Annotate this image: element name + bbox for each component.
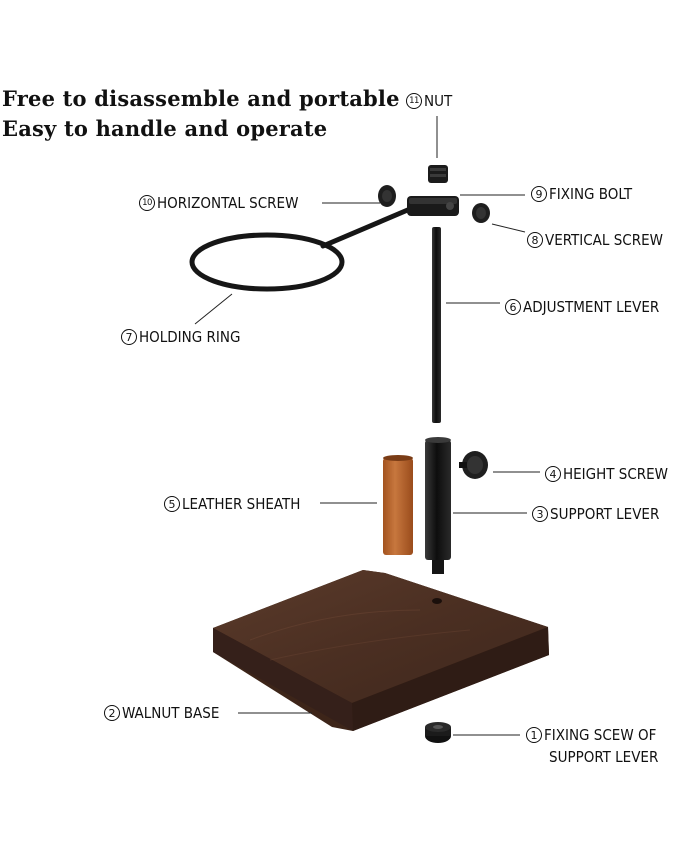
fixing-bolt-part — [407, 196, 459, 216]
part-name: HOLDING RING — [139, 328, 241, 346]
part-name: NUT — [424, 92, 453, 110]
vertical-screw-part — [472, 203, 490, 223]
leader-lines — [194, 116, 540, 736]
number-badge: 9 — [531, 186, 547, 202]
part-name: FIXING BOLT — [549, 185, 633, 203]
number-badge: 8 — [527, 232, 543, 248]
support-lever-part — [425, 437, 451, 574]
height-screw-part — [459, 451, 488, 479]
headline-line-1: Free to disassemble and portable — [2, 86, 400, 111]
number-badge: 1 — [526, 727, 542, 743]
part-name: HEIGHT SCREW — [563, 465, 669, 483]
horizontal-screw-part — [378, 185, 396, 207]
number-badge: 3 — [532, 506, 548, 522]
part-name: WALNUT BASE — [122, 704, 220, 722]
part-name: ADJUSTMENT LEVER — [523, 298, 660, 316]
number-badge: 10 — [139, 195, 155, 211]
part-name: FIXING SCEW OF — [544, 726, 657, 744]
holding-ring-part — [189, 206, 413, 292]
part-name: SUPPORT LEVER — [550, 505, 660, 523]
label-fixing-screw-line-2: SUPPORT LEVER — [549, 748, 659, 766]
number-badge: 5 — [164, 496, 180, 512]
nut-part — [428, 165, 448, 183]
leather-sheath-part — [383, 455, 413, 555]
number-badge: 7 — [121, 329, 137, 345]
adjustment-lever-part — [432, 227, 441, 423]
part-name: VERTICAL SCREW — [545, 231, 663, 249]
number-badge: 2 — [104, 705, 120, 721]
number-badge: 6 — [505, 299, 521, 315]
part-name: HORIZONTAL SCREW — [157, 194, 299, 212]
number-badge: 4 — [545, 466, 561, 482]
number-badge: 11 — [406, 93, 422, 109]
walnut-base — [213, 570, 549, 731]
fixing-screw-part — [425, 722, 451, 743]
headline-line-2: Easy to handle and operate — [2, 116, 328, 141]
part-name: LEATHER SHEATH — [182, 495, 301, 513]
